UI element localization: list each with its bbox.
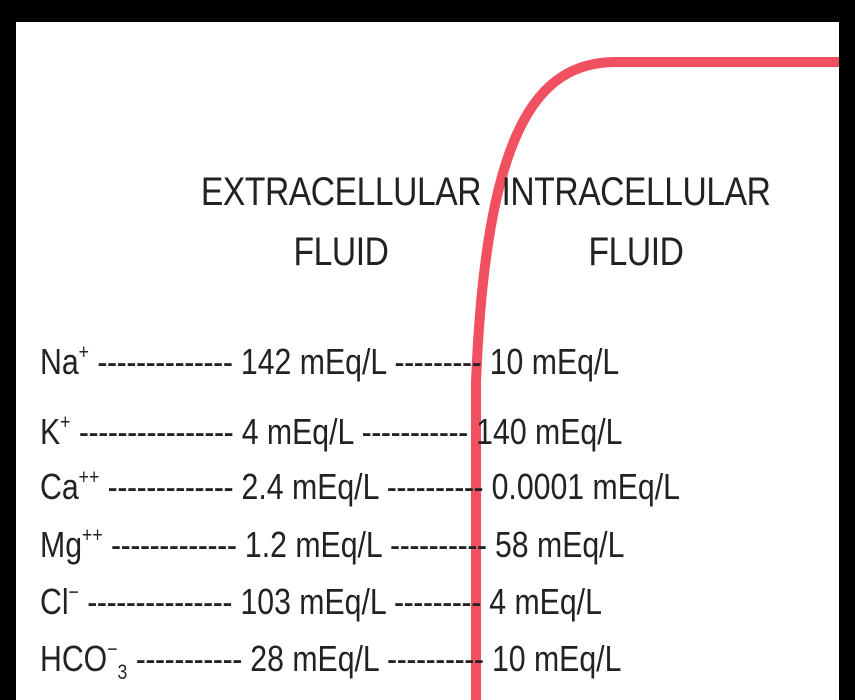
- leader-dashes: ----------: [390, 524, 487, 565]
- leader-dashes: ----------------: [78, 411, 234, 452]
- ion-symbol: Mg++: [40, 524, 103, 565]
- leader-dashes: ----------: [387, 638, 484, 679]
- leader-dashes: ---------: [394, 341, 482, 382]
- ion-row-calcium: Ca++ ------------- 2.4 mEq/L ---------- …: [40, 462, 712, 512]
- ion-symbol: Na+: [40, 341, 89, 382]
- leader-dashes: -----------: [135, 638, 243, 679]
- leader-dashes: -----------: [361, 411, 469, 452]
- extracellular-value: 1.2 mEq/L: [244, 524, 382, 565]
- extracellular-fluid-heading: EXTRACELLULAR FLUID: [177, 162, 505, 282]
- intracellular-heading-line2: FLUID: [588, 230, 684, 274]
- extracellular-heading-line1: EXTRACELLULAR: [200, 170, 482, 214]
- extracellular-value: 4 mEq/L: [241, 411, 354, 452]
- leader-dashes: ---------------: [87, 581, 233, 622]
- extracellular-heading-line2: FLUID: [293, 230, 389, 274]
- ion-symbol: HCO−3: [40, 638, 128, 685]
- diagram-canvas: EXTRACELLULAR FLUID INTRACELLULAR FLUID …: [16, 22, 839, 700]
- ion-row-chloride: Cl− --------------- 103 mEq/L --------- …: [40, 577, 712, 627]
- intracellular-value: 4 mEq/L: [489, 581, 602, 622]
- ion-row-potassium: K+ ---------------- 4 mEq/L ----------- …: [40, 407, 712, 457]
- extracellular-value: 2.4 mEq/L: [241, 466, 379, 507]
- intracellular-value: 140 mEq/L: [476, 411, 623, 452]
- intracellular-heading-line1: INTRACELLULAR: [501, 170, 771, 214]
- extracellular-value: 103 mEq/L: [240, 581, 386, 622]
- intracellular-value: 0.0001 mEq/L: [491, 466, 680, 507]
- extracellular-value: 142 mEq/L: [240, 341, 387, 382]
- extracellular-value: 28 mEq/L: [250, 638, 379, 679]
- intracellular-value: 10 mEq/L: [491, 638, 622, 679]
- cell-membrane-curve: [471, 57, 839, 700]
- leader-dashes: ----------: [386, 466, 484, 507]
- leader-dashes: -------------: [111, 524, 237, 565]
- intracellular-fluid-heading: INTRACELLULAR FLUID: [493, 162, 779, 282]
- ion-symbol: K+: [40, 411, 71, 452]
- ion-symbol: Ca++: [40, 466, 100, 507]
- intracellular-value: 58 mEq/L: [494, 524, 625, 565]
- leader-dashes: ---------: [393, 581, 481, 622]
- ion-symbol: Cl−: [40, 581, 79, 622]
- intracellular-value: 10 mEq/L: [489, 341, 620, 382]
- ion-row-magnesium: Mg++ ------------- 1.2 mEq/L ---------- …: [40, 520, 712, 570]
- leader-dashes: --------------: [97, 341, 233, 382]
- ion-row-bicarbonate: HCO−3 ----------- 28 mEq/L ---------- 10…: [40, 634, 712, 684]
- ion-row-sodium: Na+ -------------- 142 mEq/L --------- 1…: [40, 337, 712, 387]
- leader-dashes: -------------: [107, 466, 234, 507]
